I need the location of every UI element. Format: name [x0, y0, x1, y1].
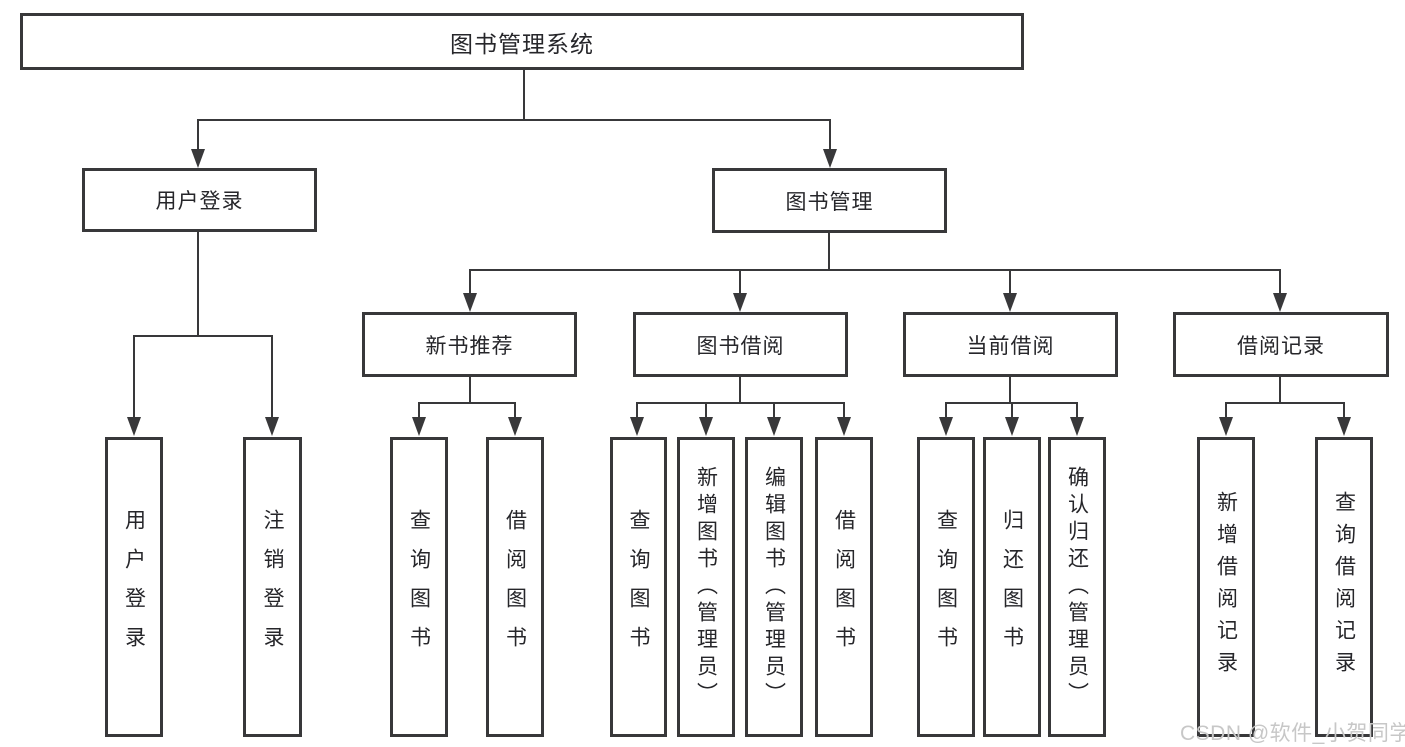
connector-line	[636, 402, 638, 419]
node-nb-borrow-books: 借阅图书	[486, 437, 544, 737]
connector-line	[829, 119, 831, 152]
connector-line	[828, 233, 830, 271]
node-cb-query-books: 查询图书	[917, 437, 975, 737]
node-bb-borrow-books: 借阅图书	[815, 437, 873, 737]
arrow-down-icon	[823, 149, 837, 168]
connector-line	[1279, 377, 1281, 404]
connector-line	[418, 402, 420, 419]
arrow-down-icon	[1070, 417, 1084, 436]
connector-line	[739, 269, 741, 295]
node-user-login: 用户登录	[82, 168, 317, 232]
arrow-down-icon	[733, 293, 747, 312]
connector-line	[197, 119, 199, 152]
connector-line	[1225, 402, 1345, 404]
connector-line	[705, 402, 707, 419]
connector-line	[1076, 402, 1078, 419]
arrow-down-icon	[191, 149, 205, 168]
node-new-book-recommend: 新书推荐	[362, 312, 577, 377]
connector-line	[469, 269, 471, 295]
arrow-down-icon	[837, 417, 851, 436]
node-cb-return-books: 归还图书	[983, 437, 1041, 737]
arrow-down-icon	[127, 417, 141, 436]
connector-line	[1279, 269, 1281, 295]
connector-line	[739, 377, 741, 404]
node-bb-query-books: 查询图书	[610, 437, 667, 737]
connector-line	[514, 402, 516, 419]
arrow-down-icon	[1273, 293, 1287, 312]
arrow-down-icon	[699, 417, 713, 436]
node-br-add-record: 新增借阅记录	[1197, 437, 1255, 737]
connector-line	[469, 377, 471, 404]
connector-line	[1343, 402, 1345, 419]
connector-line	[133, 335, 273, 337]
arrow-down-icon	[1219, 417, 1233, 436]
arrow-down-icon	[508, 417, 522, 436]
arrow-down-icon	[630, 417, 644, 436]
connector-line	[418, 402, 516, 404]
node-borrow-records: 借阅记录	[1173, 312, 1389, 377]
connector-line	[197, 119, 831, 121]
connector-line	[1009, 269, 1011, 295]
node-book-management: 图书管理	[712, 168, 947, 233]
connector-line	[843, 402, 845, 419]
node-logout-action: 注销登录	[243, 437, 302, 737]
arrow-down-icon	[265, 417, 279, 436]
node-bb-add-books-admin: 新增图书（管理员）	[677, 437, 735, 737]
node-cb-confirm-return-admin: 确认归还（管理员）	[1048, 437, 1106, 737]
connector-line	[773, 402, 775, 419]
connector-line	[1009, 377, 1011, 404]
connector-line	[1225, 402, 1227, 419]
node-br-query-record: 查询借阅记录	[1315, 437, 1373, 737]
connector-line	[133, 335, 135, 419]
arrow-down-icon	[939, 417, 953, 436]
arrow-down-icon	[463, 293, 477, 312]
connector-line	[197, 232, 199, 337]
connector-line	[469, 269, 1281, 271]
arrow-down-icon	[1005, 417, 1019, 436]
node-nb-query-books: 查询图书	[390, 437, 448, 737]
connector-line	[271, 335, 273, 419]
connector-line	[523, 68, 525, 120]
connector-line	[1011, 402, 1013, 419]
node-book-borrow: 图书借阅	[633, 312, 848, 377]
connector-line	[945, 402, 947, 419]
node-bb-edit-books-admin: 编辑图书（管理员）	[745, 437, 803, 737]
node-current-borrow: 当前借阅	[903, 312, 1118, 377]
arrow-down-icon	[767, 417, 781, 436]
connector-line	[636, 402, 845, 404]
arrow-down-icon	[1337, 417, 1351, 436]
node-system-root: 图书管理系统	[20, 13, 1024, 70]
node-user-login-action: 用户登录	[105, 437, 163, 737]
arrow-down-icon	[412, 417, 426, 436]
csdn-watermark: CSDN @软件_小贺同学	[1180, 722, 1405, 745]
arrow-down-icon	[1003, 293, 1017, 312]
